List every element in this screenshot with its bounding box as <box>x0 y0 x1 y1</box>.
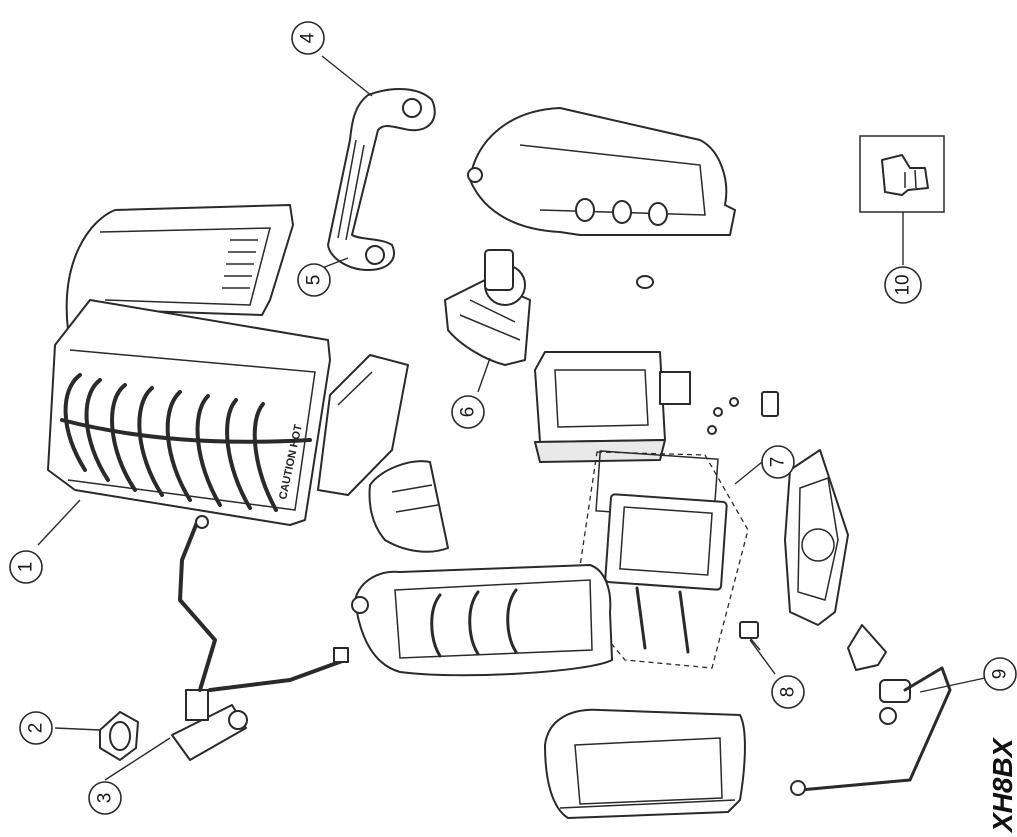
housing-lower-center <box>351 564 613 677</box>
svg-text:8: 8 <box>778 687 799 698</box>
rear-cover-plate <box>784 449 849 626</box>
control-knob <box>99 711 139 761</box>
svg-text:2: 2 <box>26 723 47 734</box>
callout-4: 4 <box>291 21 325 55</box>
svg-text:3: 3 <box>95 793 116 804</box>
gasket-kit <box>574 450 749 669</box>
gas-valve-assembly <box>171 515 349 761</box>
bracket <box>847 624 887 671</box>
callout-7: 7 <box>761 445 795 479</box>
guard-assembly: CAUTION HOT <box>47 204 331 526</box>
callout-2: 2 <box>19 711 53 745</box>
callout-10: 10 <box>884 266 922 304</box>
svg-text:9: 9 <box>990 669 1011 680</box>
cylinder-box <box>534 351 691 463</box>
svg-text:7: 7 <box>768 457 789 468</box>
drawing-code: XH8BX <box>987 736 1017 834</box>
callout-1: 1 <box>9 550 43 584</box>
leader-lines <box>37 55 986 781</box>
callout-8: 8 <box>771 675 805 709</box>
reflector-piece <box>368 460 449 553</box>
heat-shield-plate <box>317 354 409 496</box>
svg-text:1: 1 <box>16 562 37 573</box>
small-hardware <box>707 391 779 435</box>
callout-5: 5 <box>297 263 331 297</box>
carry-handle <box>327 88 436 271</box>
part-10-box <box>859 135 945 213</box>
rear-housing-upper <box>467 107 736 289</box>
regulator-hose <box>790 666 952 796</box>
svg-text:4: 4 <box>298 32 319 43</box>
burner-assembly <box>444 249 531 366</box>
svg-text:6: 6 <box>458 407 479 418</box>
svg-text:5: 5 <box>304 275 325 286</box>
callout-9: 9 <box>983 657 1017 691</box>
igniter <box>739 621 761 651</box>
housing-bottom-front <box>544 708 746 819</box>
svg-text:10: 10 <box>893 274 914 295</box>
callout-3: 3 <box>88 781 122 815</box>
callout-6: 6 <box>451 395 485 429</box>
